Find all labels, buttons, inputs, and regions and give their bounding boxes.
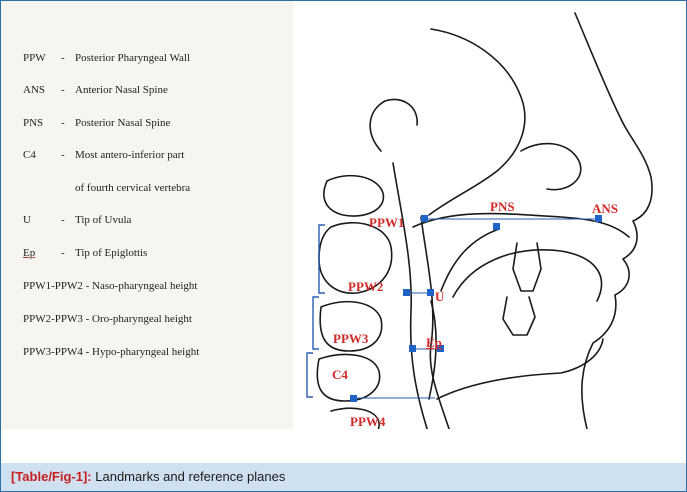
ppw1-label: PPW1 bbox=[369, 215, 404, 230]
orbit-outline bbox=[521, 144, 581, 190]
ppw1-point bbox=[421, 215, 428, 222]
u-point bbox=[427, 289, 434, 296]
caption-tag: [Table/Fig-1]: bbox=[11, 469, 92, 484]
mandible-outline bbox=[437, 339, 603, 399]
ans-label: ANS bbox=[592, 201, 618, 216]
cranial-base-outline bbox=[429, 29, 525, 215]
cephalometric-tracing: PPW1 PNS ANS PPW2 U PPW3 Ep C4 PPW4 bbox=[1, 1, 686, 463]
height-brackets bbox=[307, 225, 325, 397]
caption-spacer bbox=[1, 429, 686, 463]
pharynx-posterior-wall bbox=[393, 163, 431, 441]
landmark-points bbox=[350, 215, 602, 402]
sella-region-outline bbox=[370, 99, 417, 151]
oropharyngeal-bracket bbox=[313, 297, 319, 349]
vertebra-c4-outline bbox=[317, 355, 379, 401]
vertebra-c1-outline bbox=[324, 176, 384, 216]
figure-caption: [Table/Fig-1]: Landmarks and reference p… bbox=[1, 463, 686, 491]
landmark-labels: PPW1 PNS ANS PPW2 U PPW3 Ep C4 PPW4 bbox=[332, 199, 618, 429]
ppw4-label: PPW4 bbox=[350, 414, 386, 429]
pharynx-anterior-wall bbox=[421, 217, 453, 441]
pns-point bbox=[493, 223, 500, 230]
soft-palate-outline bbox=[441, 229, 499, 291]
pns-label: PNS bbox=[490, 199, 515, 214]
ppw4-point bbox=[350, 395, 357, 402]
anatomy-outlines bbox=[317, 13, 652, 441]
face-profile-outline bbox=[575, 13, 652, 429]
ppw3-point bbox=[409, 345, 416, 352]
tongue-outline bbox=[453, 250, 602, 301]
ep-label: Ep bbox=[426, 335, 442, 350]
u-label: U bbox=[435, 289, 445, 304]
sagittal-reference-lines bbox=[353, 219, 599, 398]
ppw2-point bbox=[403, 289, 410, 296]
ans-point bbox=[595, 215, 602, 222]
ppw3-label: PPW3 bbox=[333, 331, 369, 346]
hypopharyngeal-bracket bbox=[307, 353, 313, 397]
ppw2-label: PPW2 bbox=[348, 279, 383, 294]
caption-text: Landmarks and reference planes bbox=[95, 469, 285, 484]
c4-label: C4 bbox=[332, 367, 348, 382]
tooth-lower-outline bbox=[503, 297, 535, 335]
